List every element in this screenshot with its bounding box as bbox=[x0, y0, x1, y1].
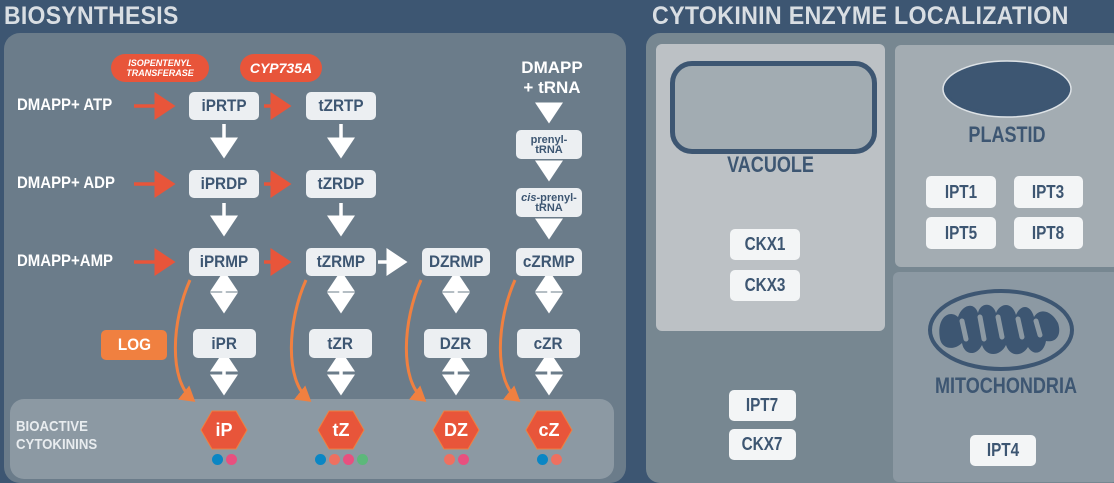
enzyme-cyp735a: CYP735A bbox=[240, 54, 322, 82]
localization-dot bbox=[314, 454, 326, 465]
cytokinin-label: DZ bbox=[444, 419, 468, 440]
log-label: LOG bbox=[117, 335, 151, 354]
enzyme-log: LOG bbox=[101, 330, 167, 360]
ipt-line2: TRANSFERASE bbox=[126, 68, 194, 78]
enzyme-ipt4: IPT4 bbox=[970, 435, 1036, 466]
cytokinin-dz: DZ bbox=[432, 410, 480, 450]
ipt-line1: ISOPENTENYL bbox=[128, 58, 192, 68]
mitochondria-icon bbox=[928, 289, 1074, 371]
localization-dot bbox=[356, 454, 368, 465]
enzyme-ckx3: CKX3 bbox=[730, 270, 800, 301]
node-tzrtp: tZRTP bbox=[306, 92, 376, 120]
node-label: tZR bbox=[327, 333, 354, 353]
double-arrows bbox=[210, 270, 563, 396]
localization-dot bbox=[457, 454, 469, 465]
enzyme-label: IPT4 bbox=[986, 440, 1020, 460]
node-tzrmp: tZRMP bbox=[306, 248, 376, 276]
enzyme-ipt5: IPT5 bbox=[926, 217, 996, 249]
node-iprmp: iPRMP bbox=[189, 248, 259, 276]
node-label: tRNA bbox=[535, 143, 563, 156]
node-iprtp: iPRTP bbox=[189, 92, 259, 120]
node-dzr: DZR bbox=[424, 329, 487, 358]
enzyme-label: IPT5 bbox=[944, 222, 978, 243]
node-label: tZRTP bbox=[318, 96, 364, 115]
plastid-icon bbox=[942, 60, 1072, 118]
vacuole-label: VACUOLE bbox=[727, 152, 814, 177]
hexagon-icon bbox=[525, 410, 573, 450]
localization-dot bbox=[536, 454, 548, 465]
hexagon-icon bbox=[432, 410, 480, 450]
bioactive-line2: CYTOKININS bbox=[16, 436, 98, 453]
cytokinin-label: iP bbox=[215, 419, 233, 440]
enzyme-label: CKX7 bbox=[742, 434, 783, 454]
node-label: DZR bbox=[439, 333, 472, 353]
cis-rest: -prenyl- bbox=[536, 191, 577, 204]
enzyme-ipt3: IPT3 bbox=[1014, 176, 1083, 208]
pathway-arrows bbox=[134, 92, 563, 402]
node-label: DZRMP bbox=[428, 252, 484, 271]
node-ipr: iPR bbox=[193, 329, 256, 358]
node-cis-prenyl-trna: cis-prenyl- tRNA bbox=[516, 188, 582, 217]
enzyme-ckx1: CKX1 bbox=[730, 229, 800, 260]
cis-prefix: cis bbox=[521, 191, 537, 204]
enzyme-label: CKX3 bbox=[744, 275, 786, 295]
enzyme-ckx7: CKX7 bbox=[729, 429, 796, 460]
cytokinin-label: cZ bbox=[538, 419, 560, 440]
node-czrmp: cZRMP bbox=[516, 248, 582, 276]
node-tzr: tZR bbox=[309, 329, 372, 358]
enzyme-label: IPT7 bbox=[746, 395, 779, 415]
enzyme-ipt8: IPT8 bbox=[1014, 217, 1083, 249]
cytokinin-tz: tZ bbox=[317, 410, 365, 450]
node-label: cZR bbox=[534, 333, 563, 353]
enzyme-ipt7: IPT7 bbox=[729, 390, 796, 421]
bioactive-cytokinins-band bbox=[10, 399, 614, 479]
node-label: cZRMP bbox=[523, 252, 575, 271]
substrate-atp: DMAPP+ ATP bbox=[17, 95, 113, 114]
node-iprdp: iPRDP bbox=[189, 170, 259, 198]
trna-line2: + tRNA bbox=[523, 78, 581, 97]
biosynthesis-title: BIOSYNTHESIS bbox=[4, 2, 179, 30]
substrate-trna: DMAPP + tRNA bbox=[514, 58, 590, 98]
localization-dot bbox=[211, 454, 223, 465]
node-label: prenyl- bbox=[530, 133, 568, 146]
localization-title: CYTOKININ ENZYME LOCALIZATION bbox=[652, 2, 1069, 30]
bioactive-label: BIOACTIVE CYTOKININS bbox=[16, 418, 97, 454]
cytokinin-ip: iP bbox=[200, 410, 248, 450]
localization-dot bbox=[443, 454, 455, 465]
localization-dot bbox=[342, 454, 354, 465]
trna-line1: DMAPP bbox=[521, 58, 583, 77]
cytokinin-label: tZ bbox=[332, 419, 350, 440]
localization-dot bbox=[328, 454, 340, 465]
node-czr: cZR bbox=[517, 329, 580, 358]
node-label: iPRTP bbox=[201, 96, 247, 115]
enzyme-label: IPT1 bbox=[944, 181, 978, 202]
enzyme-label: IPT8 bbox=[1032, 222, 1065, 243]
plastid-label: PLASTID bbox=[968, 122, 1046, 147]
cytokinin-cz: cZ bbox=[525, 410, 573, 450]
bioactive-line1: BIOACTIVE bbox=[16, 418, 88, 435]
hexagon-icon bbox=[200, 410, 248, 450]
substrate-amp: DMAPP+AMP bbox=[17, 251, 114, 270]
node-label: iPRDP bbox=[200, 174, 248, 193]
node-label: tZRMP bbox=[316, 252, 366, 271]
enzyme-ipt1: IPT1 bbox=[926, 176, 996, 208]
node-dzrmp: DZRMP bbox=[422, 248, 490, 276]
substrate-adp: DMAPP+ ADP bbox=[17, 173, 115, 192]
log-curves bbox=[173, 279, 521, 402]
localization-dot bbox=[550, 454, 562, 465]
node-label: tRNA bbox=[535, 201, 563, 214]
node-tzrdp: tZRDP bbox=[306, 170, 376, 198]
localization-dot bbox=[225, 454, 237, 465]
node-label: tZRDP bbox=[317, 174, 365, 193]
node-label: iPRMP bbox=[199, 252, 249, 271]
enzyme-label: IPT3 bbox=[1032, 181, 1065, 202]
mitochondria-label: MITOCHONDRIA bbox=[935, 373, 1077, 398]
node-label: iPR bbox=[211, 333, 238, 353]
enzyme-label: CKX1 bbox=[744, 234, 786, 254]
hexagon-icon bbox=[317, 410, 365, 450]
node-prenyl-trna: prenyl- tRNA bbox=[516, 130, 582, 159]
node-label: cis-prenyl- bbox=[521, 191, 577, 204]
vacuole-icon bbox=[670, 61, 877, 154]
